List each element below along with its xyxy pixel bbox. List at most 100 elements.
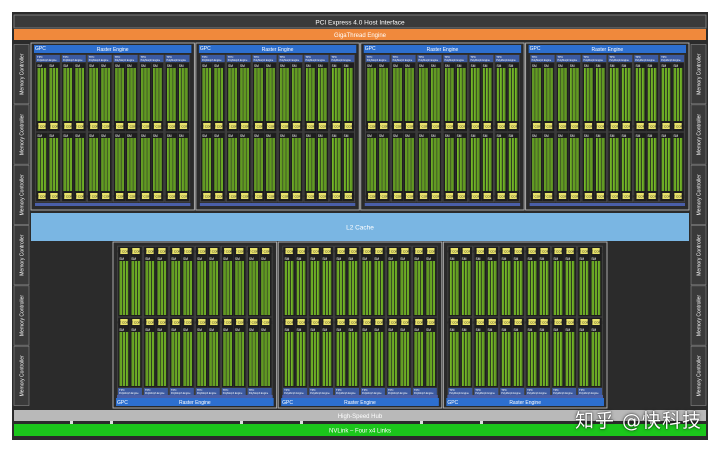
sm-label: SM [197, 257, 202, 261]
memory-controller-label: Memory Controller [20, 174, 26, 215]
sm-label: SM [306, 134, 311, 138]
rt-core-label: RT CORE [61, 194, 75, 198]
sm-label: SM [374, 257, 379, 261]
rt-core-label: RT CORE [207, 249, 221, 253]
sm-label: SM [553, 257, 558, 261]
sm-label: SM [280, 64, 285, 68]
rt-core-box [502, 248, 510, 254]
rt-core-label: RT CORE [386, 320, 400, 324]
rt-core-label: RT CORE [73, 124, 87, 128]
rt-core-label: RT CORE [372, 249, 386, 253]
tpc-label: TPC [141, 55, 147, 59]
rt-core-box [153, 193, 162, 199]
polymorph-engine-label: PolyMorph Engine [284, 392, 304, 395]
rt-core-label: RT CORE [247, 320, 261, 324]
rt-core-box [158, 248, 166, 254]
polymorph-engine-label: PolyMorph Engine [579, 392, 599, 395]
raster-engine-bar [363, 45, 522, 53]
rt-core-label: RT CORE [139, 124, 153, 128]
polymorph-engine-label: PolyMorph Engine [419, 59, 439, 62]
rt-core-label: RT CORE [341, 194, 355, 198]
rt-core-label: RT CORE [151, 194, 165, 198]
sm-label: SM [101, 134, 106, 138]
rt-core-box [558, 123, 567, 129]
sm-label: SM [240, 64, 245, 68]
tpc-label: TPC [305, 55, 311, 59]
sm-label: SM [610, 134, 615, 138]
rt-core-box [132, 319, 140, 325]
sm-label: SM [565, 257, 570, 261]
sm-label: SM [661, 64, 666, 68]
raster-engine-label: Raster Engine [97, 47, 129, 53]
rt-core-label: RT CORE [386, 249, 400, 253]
sm-label: SM [153, 134, 158, 138]
sm-label: SM [596, 64, 601, 68]
rt-core-box [90, 123, 98, 129]
tpc-label: TPC [37, 55, 43, 59]
rt-core-box [457, 123, 466, 129]
memory-controller-box [13, 104, 30, 165]
rt-core-label: RT CORE [346, 320, 360, 324]
rt-core-label: RT CORE [200, 124, 214, 128]
rt-core-label: RT CORE [589, 320, 603, 324]
rt-core-box [375, 248, 383, 254]
rt-core-label: RT CORE [391, 194, 405, 198]
sm-label: SM [336, 257, 341, 261]
rt-core-box [554, 319, 562, 325]
rt-core-label: RT CORE [403, 194, 417, 198]
memory-controller-box [13, 44, 30, 105]
texture-strip [529, 203, 685, 206]
sm-label: SM [553, 328, 558, 332]
polymorph-engine-label: PolyMorph Engine [475, 392, 495, 395]
rt-core-label: RT CORE [252, 124, 266, 128]
rt-core-label: RT CORE [304, 124, 318, 128]
rt-core-box [554, 248, 562, 254]
tpc-label: TPC [119, 388, 125, 392]
rt-core-label: RT CORE [233, 249, 247, 253]
polymorph-engine-label: PolyMorph Engine [37, 59, 57, 62]
memory-controller-label: Memory Controller [20, 114, 26, 155]
sm-label: SM [488, 328, 493, 332]
rt-core-box [566, 319, 574, 325]
nvlink-label: NVLink – Four x4 Links [329, 429, 391, 435]
rt-core-label: RT CORE [99, 194, 113, 198]
raster-engine-label: Raster Engine [179, 400, 211, 406]
rt-core-label: RT CORE [443, 124, 457, 128]
rt-core-box [596, 193, 605, 199]
rt-core-box [471, 123, 479, 129]
rt-core-box [431, 123, 440, 129]
rt-core-label: RT CORE [659, 124, 673, 128]
rt-core-box [158, 319, 166, 325]
rt-core-label: RT CORE [537, 320, 551, 324]
rt-core-box [210, 319, 218, 325]
rt-core-label: RT CORE [377, 124, 391, 128]
sm-label: SM [249, 257, 254, 261]
rt-core-label: RT CORE [530, 194, 544, 198]
rt-core-box [450, 319, 459, 325]
rt-core-box [323, 248, 331, 254]
rt-core-label: RT CORE [47, 124, 61, 128]
sm-label: SM [280, 134, 285, 138]
tpc-label: TPC [171, 388, 177, 392]
watermark: 知乎 @快科技 [574, 410, 702, 432]
hub-port [240, 421, 243, 424]
tpc-label: TPC [202, 55, 208, 59]
rt-core-label: RT CORE [398, 320, 412, 324]
polymorph-engine-label: PolyMorph Engine [223, 392, 243, 395]
sm-label: SM [254, 134, 259, 138]
tpc-header [36, 55, 60, 62]
polymorph-engine-label: PolyMorph Engine [558, 59, 578, 62]
rt-core-box [50, 193, 58, 199]
sm-label: SM [558, 64, 563, 68]
rt-core-box [297, 248, 305, 254]
rt-core-label: RT CORE [221, 320, 235, 324]
rt-core-label: RT CORE [659, 194, 673, 198]
raster-engine-label: Raster Engine [344, 400, 376, 406]
sm-label: SM [75, 64, 80, 68]
